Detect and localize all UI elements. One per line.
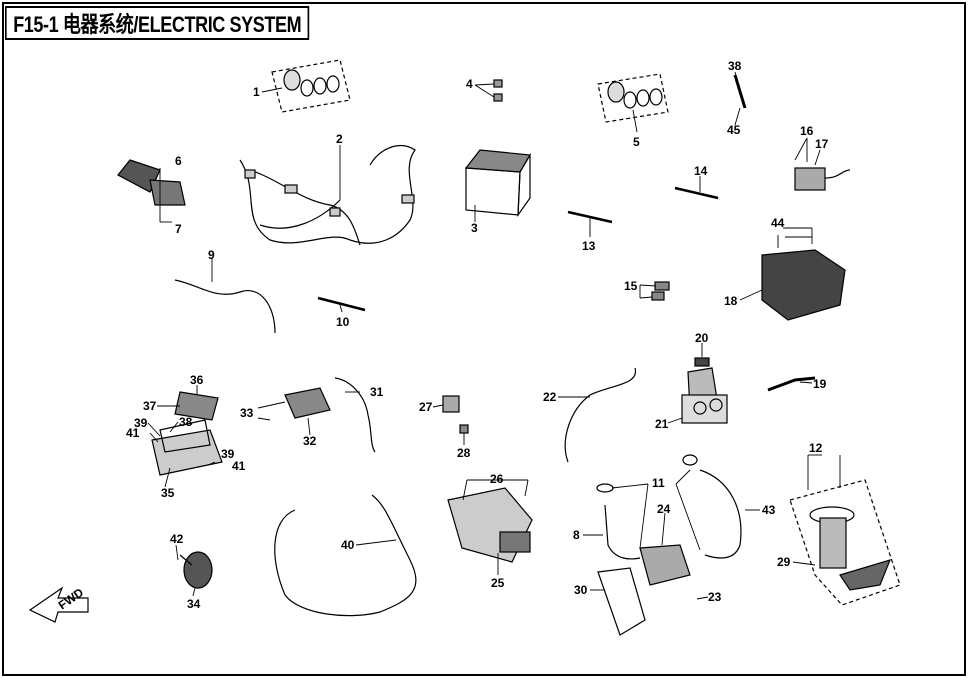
callout-39: 39 [134, 416, 148, 430]
part-35-illustration [151, 391, 223, 476]
callout-23: 23 [708, 590, 722, 604]
callout-24: 24 [657, 502, 671, 516]
part-3-illustration [464, 149, 531, 218]
callout-40: 40 [341, 538, 355, 552]
callout-25: 25 [491, 576, 505, 590]
callout-12: 12 [809, 441, 823, 455]
callout-19: 19 [813, 377, 827, 391]
callout-33: 33 [240, 406, 254, 420]
callout-30: 30 [574, 583, 588, 597]
callout-13: 13 [582, 239, 596, 253]
part-5-illustration [597, 73, 669, 123]
callout-36: 36 [190, 373, 204, 387]
part-27-illustration [442, 395, 469, 434]
callout-26: 26 [490, 472, 504, 486]
part-1-illustration [271, 59, 351, 113]
page-title: F15-1 电器系统/ELECTRIC SYSTEM [5, 6, 310, 40]
part-13-illustration [567, 210, 613, 224]
part-45-illustration [733, 74, 747, 109]
callout-16: 16 [800, 124, 814, 138]
callout-14: 14 [694, 164, 708, 178]
part-25-illustration [447, 487, 533, 563]
callout-15: 15 [624, 279, 638, 293]
part-14-illustration [674, 186, 719, 200]
part-40-illustration [274, 494, 417, 617]
callout-31: 31 [370, 385, 384, 399]
part-32-illustration [284, 377, 376, 453]
callout-41: 41 [126, 426, 140, 440]
callout-9: 9 [208, 248, 215, 262]
callout-20: 20 [695, 331, 709, 345]
fwd-arrow-icon: FWD [28, 585, 89, 623]
callout-28: 28 [457, 446, 471, 460]
callout-29: 29 [777, 555, 791, 569]
part-18-illustration [761, 249, 846, 321]
callout-10: 10 [336, 315, 350, 329]
callout-34: 34 [187, 597, 201, 611]
callout-39b: 39 [221, 447, 235, 461]
callout-38: 38 [179, 415, 193, 429]
part-24-illustration [596, 454, 742, 636]
part-9-illustration [174, 279, 276, 334]
callout-44: 44 [771, 216, 785, 230]
callout-2: 2 [336, 132, 343, 146]
callout-3: 3 [471, 221, 478, 235]
callout-27: 27 [419, 400, 433, 414]
callout-6: 6 [175, 154, 182, 168]
callout-21: 21 [655, 417, 669, 431]
part-29-illustration [789, 479, 901, 606]
callout-37: 37 [143, 399, 157, 413]
part-10-illustration [317, 296, 366, 312]
part-2-illustration [239, 145, 416, 246]
part-21-illustration [681, 357, 728, 424]
callout-42: 42 [170, 532, 184, 546]
callout-8: 8 [573, 528, 580, 542]
callout-5: 5 [633, 135, 640, 149]
part-19-illustration [767, 376, 816, 392]
part-4-illustration [493, 79, 503, 102]
callout-18: 18 [724, 294, 738, 308]
callout-38b: 38 [728, 59, 742, 73]
callout-45: 45 [727, 123, 741, 137]
callout-35: 35 [161, 486, 175, 500]
callout-41b: 41 [232, 459, 246, 473]
part-22-illustration [564, 367, 637, 463]
callout-labels: 1 2 3 4 5 6 7 8 9 10 11 12 13 14 15 16 1… [126, 59, 829, 611]
part-17-illustration [794, 167, 851, 191]
leader-lines [147, 71, 841, 600]
part-15-illustration [651, 281, 670, 301]
callout-11: 11 [652, 476, 665, 490]
part-34-illustration [179, 551, 213, 589]
callout-4: 4 [466, 77, 473, 91]
callout-43: 43 [762, 503, 776, 517]
callout-32: 32 [303, 434, 317, 448]
callout-7: 7 [175, 222, 182, 236]
callout-1: 1 [253, 85, 260, 99]
callout-17: 17 [815, 137, 829, 151]
callout-22: 22 [543, 390, 557, 404]
